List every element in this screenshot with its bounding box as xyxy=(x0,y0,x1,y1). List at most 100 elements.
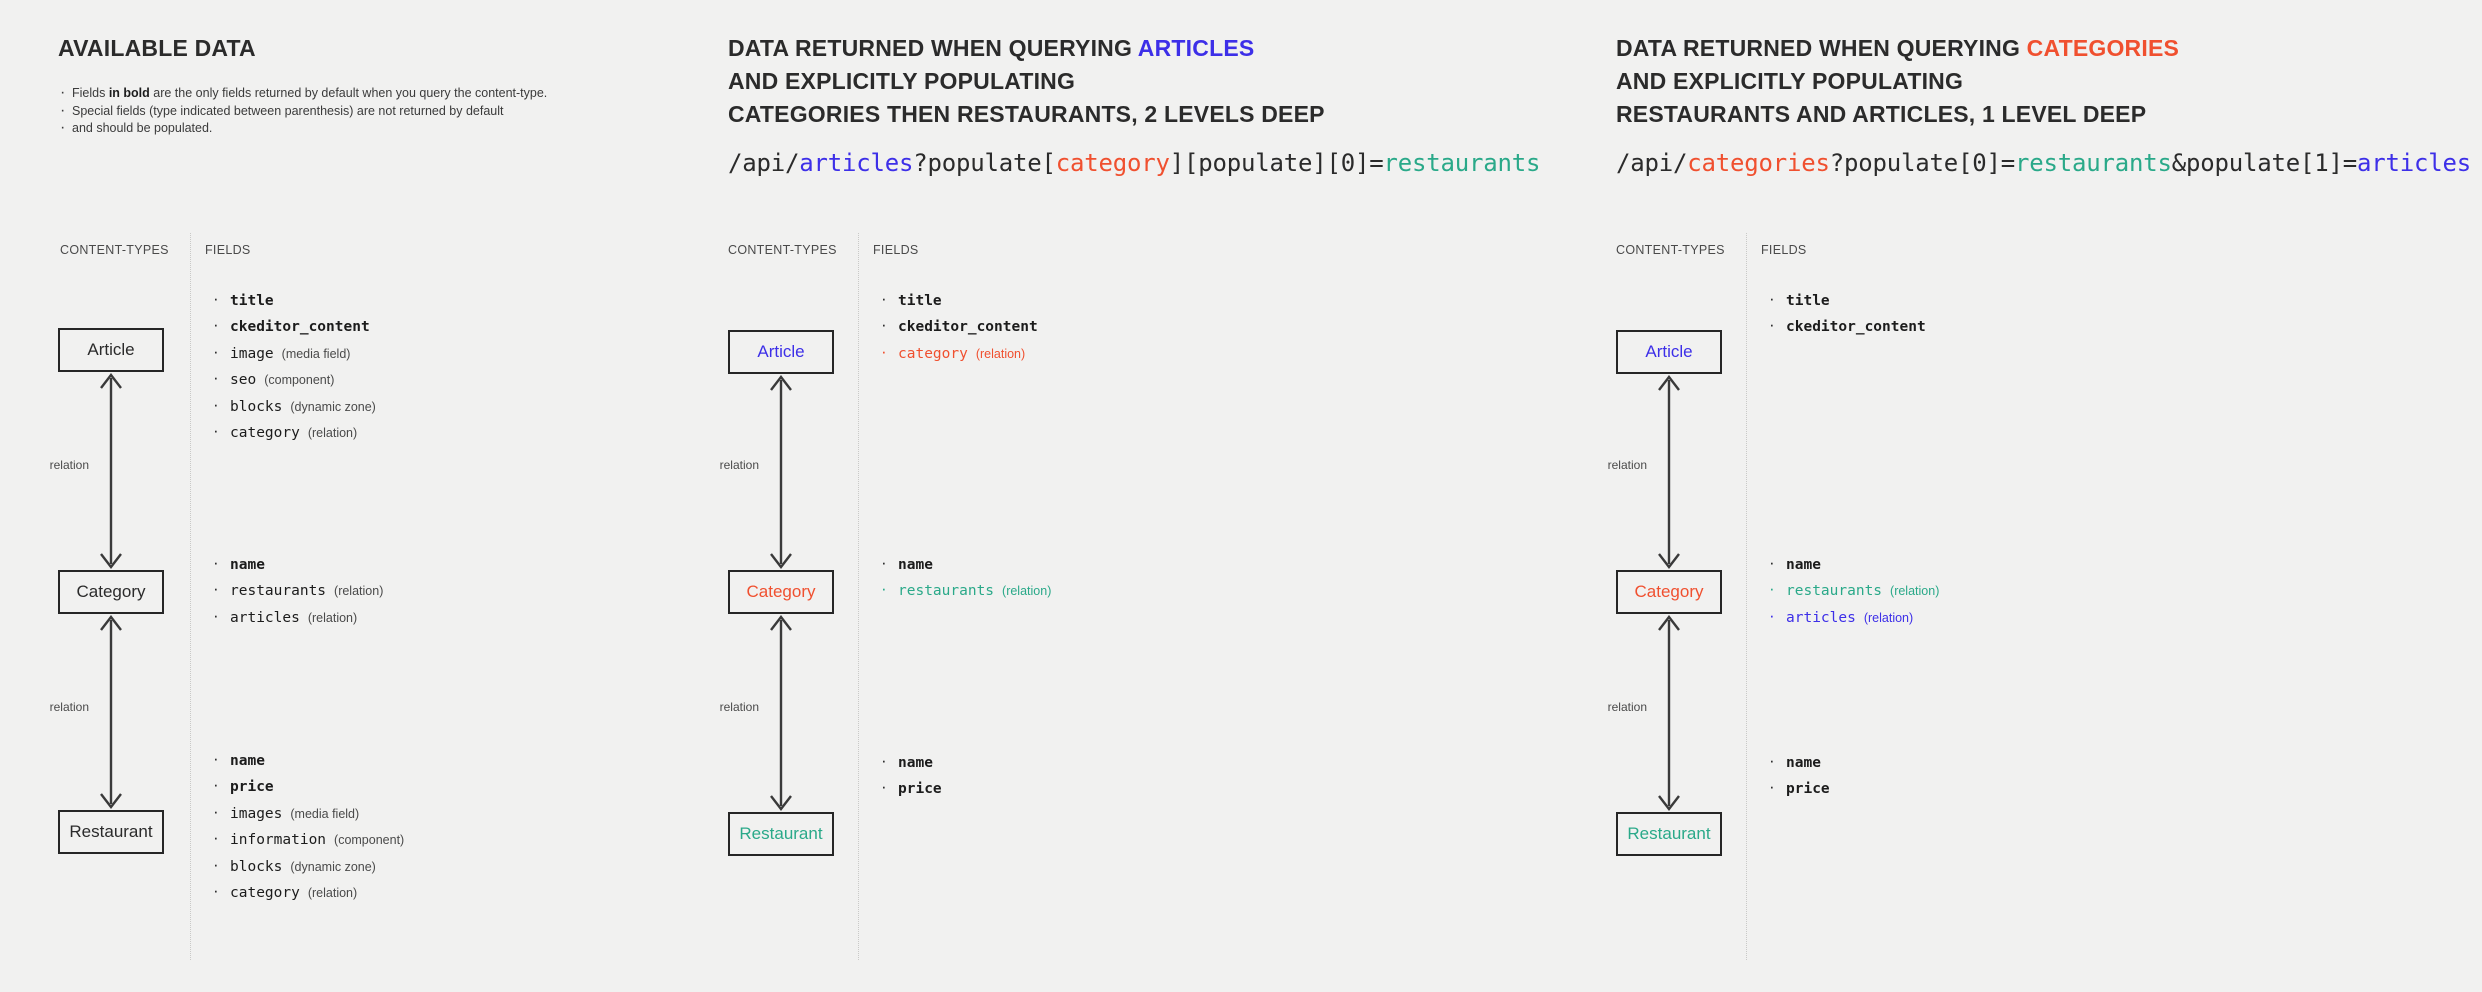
column-label-fields: FIELDS xyxy=(873,243,919,257)
node-label: Restaurant xyxy=(1627,824,1711,843)
field-row: title xyxy=(210,286,376,314)
field-row: price xyxy=(1766,774,1830,802)
node-box-restaurant[interactable]: Restaurant xyxy=(728,812,834,856)
url-part: ?populate[ xyxy=(913,149,1056,177)
relation-label-article-category: relation xyxy=(49,458,89,472)
field-row: ckeditor_content xyxy=(1766,312,1926,340)
node-label: Category xyxy=(746,582,816,601)
title-accent-categories: CATEGORIES xyxy=(2026,35,2180,61)
column-label-content-types: CONTENT-TYPES xyxy=(1616,243,1725,257)
relation-arrow-category-restaurant xyxy=(761,614,801,812)
node-box-article[interactable]: Article xyxy=(58,328,164,372)
relation-arrow-article-category xyxy=(761,374,801,570)
field-row: category(relation) xyxy=(210,418,376,446)
legend-note-continuation: · and should be populated. xyxy=(58,119,618,138)
node-label: Restaurant xyxy=(739,824,823,843)
legend-note-item: Special fields (type indicated between p… xyxy=(58,102,618,121)
panel-3-title-line-3: RESTAURANTS AND ARTICLES, 1 LEVEL DEEP xyxy=(1616,101,2147,127)
field-list: name restaurants(relation) xyxy=(878,550,1051,605)
field-row: blocks(dynamic zone) xyxy=(210,392,376,420)
panel-2-title-line-1: DATA RETURNED WHEN QUERYING ARTICLES xyxy=(728,32,1628,65)
panel-2-title-line-3: CATEGORIES THEN RESTAURANTS, 2 LEVELS DE… xyxy=(728,101,1325,127)
node-label: Article xyxy=(757,342,805,361)
panel-available-data: AVAILABLE DATA Fields in bold are the on… xyxy=(0,0,858,992)
url-part-categories: categories xyxy=(1687,149,1830,177)
relation-arrow-category-restaurant xyxy=(91,614,131,810)
field-list: name restaurants(relation) articles(rela… xyxy=(210,550,383,631)
field-row: images(media field) xyxy=(210,799,404,827)
field-list-article: title ckeditor_content xyxy=(1766,286,1926,341)
field-row: category(relation) xyxy=(878,339,1038,367)
field-list: name price images(media field) informati… xyxy=(210,746,404,906)
field-list-category: name restaurants(relation) xyxy=(878,550,1051,605)
field-row: name xyxy=(878,550,1051,578)
field-list-restaurant: name price xyxy=(1766,748,1830,803)
panel-2-divider xyxy=(858,233,859,960)
field-list: name price xyxy=(878,748,942,803)
field-list: title ckeditor_content category(relation… xyxy=(878,286,1038,367)
field-row: restaurants(relation) xyxy=(878,576,1051,604)
url-part: ?populate[0]= xyxy=(1829,149,2015,177)
panel-1-title: AVAILABLE DATA xyxy=(58,35,256,61)
url-part: &populate[1]= xyxy=(2171,149,2357,177)
column-label-fields: FIELDS xyxy=(205,243,251,257)
panel-1-divider xyxy=(190,233,191,960)
url-part: /api/ xyxy=(1616,149,1688,177)
panel-query-categories: DATA RETURNED WHEN QUERYING CATEGORIES A… xyxy=(1608,0,2482,992)
relation-label-category-restaurant: relation xyxy=(719,700,759,714)
field-row: restaurants(relation) xyxy=(1766,576,1939,604)
panel-query-articles: DATA RETURNED WHEN QUERYING ARTICLES AND… xyxy=(720,0,1628,992)
panel-2-heading: DATA RETURNED WHEN QUERYING ARTICLES AND… xyxy=(728,32,1628,131)
field-row: title xyxy=(1766,286,1926,314)
panel-3-title-line-2: AND EXPLICITLY POPULATING xyxy=(1616,68,1964,94)
field-row: name xyxy=(210,550,383,578)
field-list: title ckeditor_content xyxy=(1766,286,1926,341)
column-label-content-types: CONTENT-TYPES xyxy=(728,243,837,257)
panel-3-title-line-1: DATA RETURNED WHEN QUERYING CATEGORIES xyxy=(1616,32,2482,65)
column-label-content-types: CONTENT-TYPES xyxy=(60,243,169,257)
field-row: blocks(dynamic zone) xyxy=(210,852,404,880)
panel-1-heading: AVAILABLE DATA xyxy=(0,32,858,65)
field-row: restaurants(relation) xyxy=(210,576,383,604)
field-row: name xyxy=(1766,550,1939,578)
field-row: price xyxy=(878,774,942,802)
field-row: ckeditor_content xyxy=(210,312,376,340)
relation-arrow-category-restaurant xyxy=(1649,614,1689,812)
title-accent-articles: ARTICLES xyxy=(1137,35,1255,61)
field-row: information(component) xyxy=(210,825,404,853)
field-list-article: title ckeditor_content category(relation… xyxy=(878,286,1038,367)
field-list-category: name restaurants(relation) articles(rela… xyxy=(210,550,383,631)
panel-3-divider xyxy=(1746,233,1747,960)
field-list-restaurant: name price xyxy=(878,748,942,803)
url-part-category: category xyxy=(1055,149,1170,177)
field-list: name restaurants(relation) articles(rela… xyxy=(1766,550,1939,631)
field-list: name price xyxy=(1766,748,1830,803)
node-label: Article xyxy=(87,340,135,359)
node-label: Article xyxy=(1645,342,1693,361)
field-list-article: title ckeditor_content image(media field… xyxy=(210,286,376,446)
field-row: name xyxy=(878,748,942,776)
url-part-restaurants: restaurants xyxy=(2015,149,2172,177)
field-row: seo(component) xyxy=(210,365,376,393)
field-list-restaurant: name price images(media field) informati… xyxy=(210,746,404,906)
panel-2-title-line-2: AND EXPLICITLY POPULATING xyxy=(728,68,1076,94)
node-box-article[interactable]: Article xyxy=(728,330,834,374)
node-label: Category xyxy=(76,582,146,601)
field-row: title xyxy=(878,286,1038,314)
url-part-restaurants: restaurants xyxy=(1383,149,1541,177)
node-box-category[interactable]: Category xyxy=(1616,570,1722,614)
node-box-article[interactable]: Article xyxy=(1616,330,1722,374)
node-box-category[interactable]: Category xyxy=(728,570,834,614)
field-list-category: name restaurants(relation) articles(rela… xyxy=(1766,550,1939,631)
node-box-restaurant[interactable]: Restaurant xyxy=(58,810,164,854)
relation-label-category-restaurant: relation xyxy=(1607,700,1647,714)
relation-label-article-category: relation xyxy=(1607,458,1647,472)
node-box-category[interactable]: Category xyxy=(58,570,164,614)
url-part: ][populate][0]= xyxy=(1169,149,1384,177)
relation-label-article-category: relation xyxy=(719,458,759,472)
node-box-restaurant[interactable]: Restaurant xyxy=(1616,812,1722,856)
field-row: articles(relation) xyxy=(210,603,383,631)
field-list: title ckeditor_content image(media field… xyxy=(210,286,376,446)
node-label: Restaurant xyxy=(69,822,153,841)
title-text: DATA RETURNED WHEN QUERYING xyxy=(1616,35,2027,61)
